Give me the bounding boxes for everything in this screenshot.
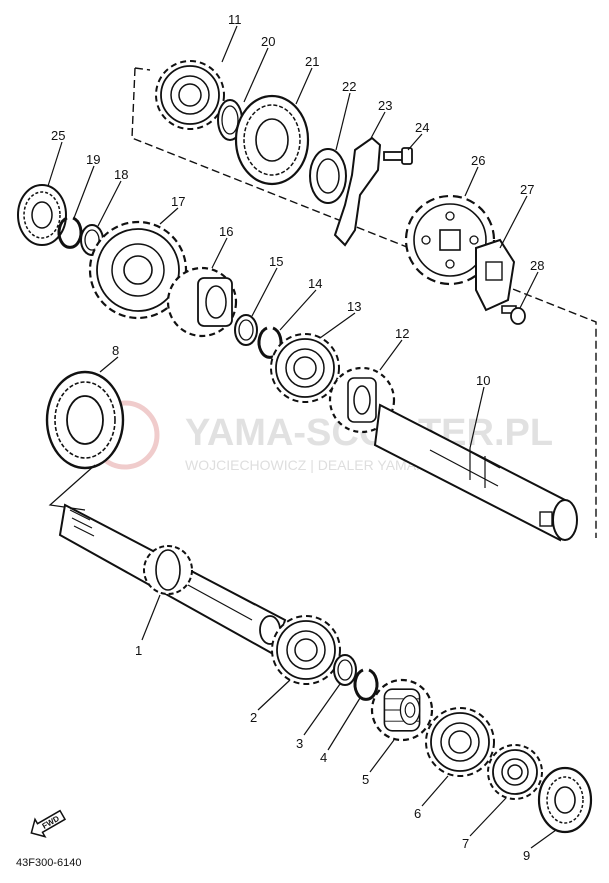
callout-26: 26 — [471, 153, 485, 168]
leader-line — [48, 464, 96, 511]
oil-seal-22 — [309, 148, 347, 204]
callout-1: 1 — [135, 643, 142, 658]
callout-6: 6 — [414, 806, 421, 821]
callout-2: 2 — [250, 710, 257, 725]
gear-16 — [166, 266, 238, 338]
washer-15 — [234, 314, 258, 346]
callout-8: 8 — [112, 343, 119, 358]
callout-21: 21 — [305, 54, 319, 69]
gear-17 — [88, 220, 188, 320]
callout-19: 19 — [86, 152, 100, 167]
callout-11: 11 — [228, 12, 242, 27]
gear-5 — [370, 678, 434, 742]
washer-3 — [333, 654, 357, 686]
callout-16: 16 — [219, 224, 233, 239]
bearing-8 — [45, 370, 125, 470]
callout-17: 17 — [171, 194, 185, 209]
callout-12: 12 — [395, 326, 409, 341]
callout-5: 5 — [362, 772, 369, 787]
gear-13 — [270, 333, 340, 403]
shaft-gear-1 — [143, 545, 193, 595]
circlip-4 — [353, 668, 379, 701]
part-code: 43F300-6140 — [16, 857, 81, 869]
gear-2 — [271, 615, 341, 685]
callout-10: 10 — [476, 373, 490, 388]
bearing-9 — [537, 766, 593, 834]
callout-24: 24 — [415, 120, 429, 135]
callout-7: 7 — [462, 836, 469, 851]
bolt-28 — [501, 305, 526, 325]
callout-22: 22 — [342, 79, 356, 94]
callout-leaders — [47, 25, 557, 849]
callout-20: 20 — [261, 34, 275, 49]
fwd-arrow-icon: FWD — [30, 809, 67, 838]
group-box — [131, 67, 597, 538]
bearing-21 — [234, 94, 310, 186]
callout-13: 13 — [347, 299, 361, 314]
callout-numbers: 11 20 21 22 23 24 26 27 28 25 19 18 17 1… — [51, 12, 544, 863]
stopper-plate-23 — [333, 136, 382, 247]
callout-27: 27 — [520, 182, 534, 197]
drive-axle-10 — [373, 403, 578, 542]
callout-14: 14 — [308, 276, 322, 291]
callout-28: 28 — [530, 258, 544, 273]
sprocket-26 — [404, 194, 496, 286]
callout-25: 25 — [51, 128, 65, 143]
callout-4: 4 — [320, 750, 327, 765]
callout-3: 3 — [296, 736, 303, 751]
callout-23: 23 — [378, 98, 392, 113]
callout-9: 9 — [523, 848, 530, 863]
callout-18: 18 — [114, 167, 128, 182]
callout-15: 15 — [269, 254, 283, 269]
bolt-24 — [383, 147, 413, 165]
gear-7 — [487, 744, 543, 800]
gear-11 — [155, 60, 225, 130]
watermark-subtitle: WOJCIECHOWICZ | DEALER YAMAHA — [185, 457, 436, 473]
gear-6 — [425, 707, 495, 777]
